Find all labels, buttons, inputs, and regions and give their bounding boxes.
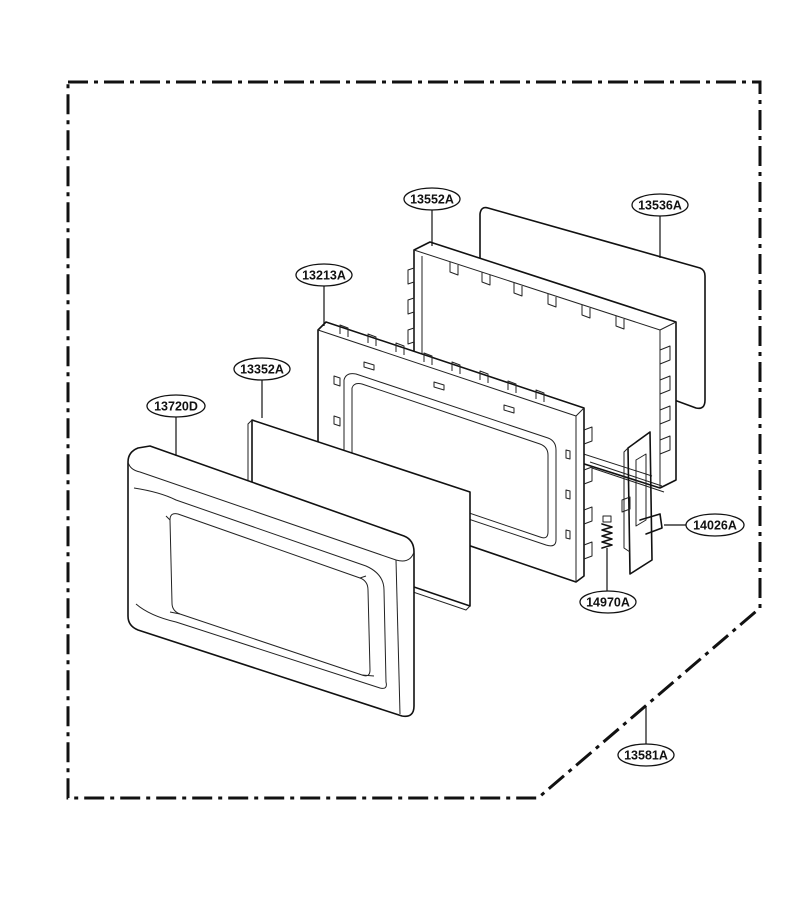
callout-door-choke: 13552A: [403, 187, 461, 211]
callout-label: 13720D: [154, 400, 198, 414]
callout-latch-spring: 14970A: [579, 590, 637, 614]
callout-label: 13213A: [302, 269, 346, 283]
callout-label: 13352A: [240, 363, 284, 377]
callout-door-glass: 13352A: [233, 357, 291, 381]
callout-label: 14026A: [693, 519, 737, 533]
assembly-boundary: [66, 80, 762, 800]
callout-label: 13552A: [410, 193, 454, 207]
callout-door-frame: 13213A: [295, 263, 353, 287]
callout-label: 13536A: [638, 199, 682, 213]
door-front-panel-part: [127, 445, 415, 718]
callout-door-front-panel: 13720D: [146, 394, 206, 418]
callout-label: 13581A: [624, 749, 668, 763]
callout-door-screen: 13536A: [631, 193, 689, 217]
callout-label: 14970A: [586, 596, 630, 610]
callout-latch-key: 14026A: [685, 513, 745, 537]
leader-lines: [175, 210, 686, 744]
latch-key-part: [621, 431, 663, 575]
callout-door-assembly: 13581A: [617, 743, 675, 767]
latch-spring-part: [601, 515, 613, 549]
